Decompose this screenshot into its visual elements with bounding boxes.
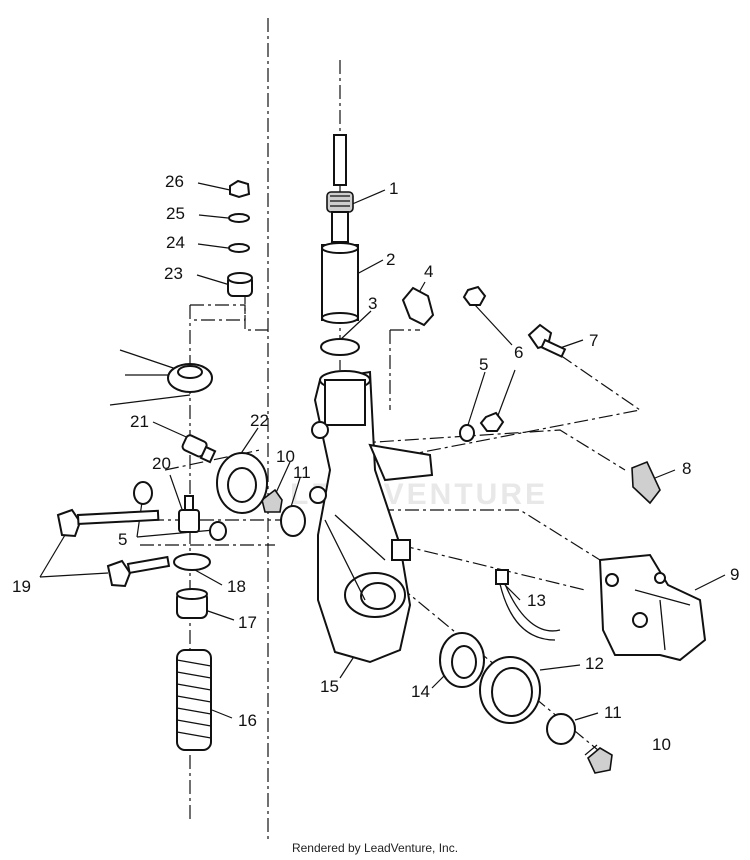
mount-dome-part (109, 349, 213, 406)
strut-cylinder-part (321, 242, 359, 324)
washer-right-part (459, 424, 475, 442)
nut-upper-part (462, 285, 487, 306)
bearing-nut-part (261, 488, 283, 513)
top-washer-part (228, 243, 250, 253)
bolt-part (527, 323, 567, 358)
callout-11-lower: 11 (604, 703, 622, 722)
callout-22: 22 (250, 411, 269, 430)
hub-cap-part (216, 452, 268, 514)
callout-labels: 1 2 3 4 5 5 6 7 8 9 10 10 11 11 12 13 14… (12, 172, 739, 754)
callout-3: 3 (368, 294, 377, 313)
washer-small-part (209, 521, 227, 541)
long-bolt-upper-part (56, 508, 160, 538)
callout-5-left: 5 (118, 530, 127, 549)
washer-ring-part (320, 338, 360, 356)
callout-10-lower: 10 (652, 735, 671, 754)
callout-1: 1 (389, 179, 398, 198)
callout-10: 10 (276, 447, 295, 466)
spring-retainer-part (173, 553, 211, 571)
callout-26: 26 (165, 172, 184, 191)
brake-caliper-part (598, 553, 707, 662)
callout-23: 23 (164, 264, 183, 283)
coil-spring-part (176, 649, 212, 751)
callout-8: 8 (682, 459, 691, 478)
clip-bracket-part (401, 286, 435, 327)
callout-15: 15 (320, 677, 339, 696)
callout-17: 17 (238, 613, 257, 632)
top-washer-upper-part (228, 213, 250, 223)
ball-joint-part (178, 495, 200, 533)
bearing-cone-part (280, 505, 306, 537)
long-bolt-lower-part (106, 555, 171, 588)
callout-25: 25 (166, 204, 185, 223)
spring-bushing-part (176, 588, 208, 619)
callout-4: 4 (424, 262, 433, 281)
callout-11: 11 (293, 463, 311, 482)
callout-19: 19 (12, 577, 31, 596)
bearing-cone-lower-part (546, 713, 576, 745)
top-bushing-part (227, 272, 253, 297)
callout-24: 24 (166, 233, 185, 252)
callout-13: 13 (527, 591, 546, 610)
callout-14: 14 (411, 682, 430, 701)
steering-knuckle-part (309, 370, 434, 664)
sensor-wire-part (495, 569, 561, 641)
callout-20: 20 (152, 454, 171, 473)
callout-9: 9 (730, 565, 739, 584)
callout-21: 21 (130, 412, 149, 431)
callout-12: 12 (585, 654, 604, 673)
callout-16: 16 (238, 711, 257, 730)
washer-left-part (133, 481, 153, 505)
callout-7: 7 (589, 331, 598, 350)
callout-6: 6 (514, 343, 523, 362)
pivot-stud-part (181, 434, 217, 464)
callout-2: 2 (386, 250, 395, 269)
callout-18: 18 (227, 577, 246, 596)
bearing-race-part (479, 656, 541, 724)
bearing-nut-lower-part (587, 747, 613, 774)
callout-5: 5 (479, 355, 488, 374)
seal-ring-part (439, 632, 485, 688)
shock-shaft-part (326, 134, 354, 243)
footer-credit: Rendered by LeadVenture, Inc. (291, 841, 459, 855)
nut-lower-part (479, 411, 505, 432)
top-nut-part (229, 179, 251, 199)
wedge-block-part (631, 460, 661, 505)
